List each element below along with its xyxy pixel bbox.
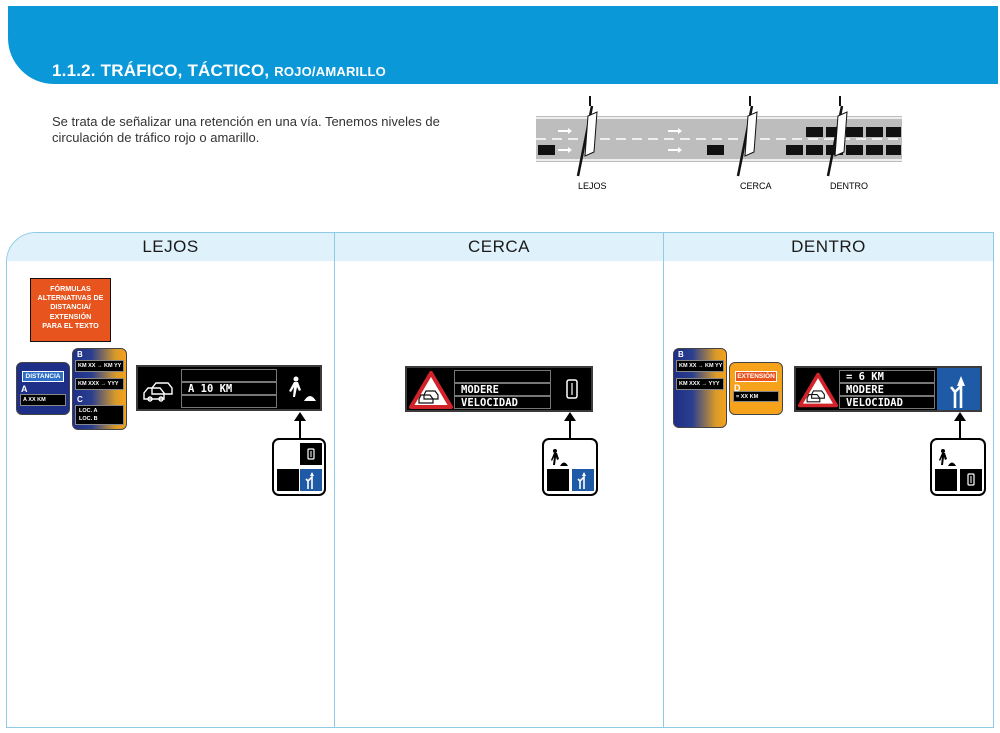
dentro-box-b-line2: KM XXX → YYY bbox=[679, 381, 720, 387]
formula-line-4: EXTENSIÓN bbox=[49, 311, 92, 321]
section-number: 1.1.2. bbox=[52, 61, 96, 80]
vms-panel-dentro: = 6 KM MODERE VELOCIDAD bbox=[794, 366, 982, 412]
vms-dentro-line3: VELOCIDAD bbox=[839, 396, 935, 409]
blank-cell bbox=[277, 469, 299, 491]
box-d-letter: D bbox=[734, 383, 741, 393]
page-title: 1.1.2. TRÁFICO, TÁCTICO, ROJO/AMARILLO bbox=[52, 61, 386, 81]
intro-text: Se trata de señalizar una retención en u… bbox=[52, 114, 440, 145]
formula-line-3: DISTANCIA/ bbox=[50, 302, 91, 312]
title-sub: ROJO/AMARILLO bbox=[274, 64, 386, 79]
dentro-box-b-letter: B bbox=[678, 350, 684, 359]
box-d-tag: EXTENSIÓN bbox=[735, 371, 777, 382]
box-a-tag: DISTANCIA bbox=[22, 371, 64, 382]
lane-merge-icon bbox=[937, 368, 980, 410]
dentro-box-b-line1: KM XX → KM YY bbox=[679, 363, 723, 369]
mini-legend-lejos bbox=[272, 438, 326, 496]
arrow-up-icon bbox=[564, 412, 576, 440]
column-dentro: DENTRO bbox=[663, 232, 994, 728]
formula-line-5: PARA EL TEXTO bbox=[42, 320, 99, 330]
column-cerca: CERCA bbox=[334, 232, 664, 728]
vms-cerca-line1 bbox=[454, 370, 551, 383]
vms-panel-lejos: A 10 KM bbox=[136, 365, 322, 411]
arrow-up-icon bbox=[294, 412, 306, 440]
box-a-value: A XX KM bbox=[23, 397, 46, 403]
box-a-letter: A bbox=[21, 384, 28, 394]
mini-legend-dentro bbox=[930, 438, 986, 496]
formula-line-1: FÓRMULAS bbox=[50, 284, 91, 293]
option-box-d: EXTENSIÓN D = XX KM bbox=[729, 362, 783, 415]
gantry-lejos bbox=[576, 96, 598, 177]
vms-lejos-line3 bbox=[181, 395, 277, 408]
box-b-line2: KM XXX → YYY bbox=[78, 381, 119, 387]
formula-line-2: ALTERNATIVAS DE bbox=[37, 293, 104, 303]
option-box-bc: B KM XX → KM YY KM XXX → YYY C LOC. A LO… bbox=[72, 348, 127, 430]
header-bar bbox=[8, 6, 998, 84]
box-b-letter: B bbox=[77, 350, 83, 359]
roadwork-icon bbox=[935, 446, 957, 468]
vms-lejos-line2: A 10 KM bbox=[181, 382, 277, 395]
arrow-up-icon bbox=[954, 412, 966, 440]
road-label-cerca: CERCA bbox=[740, 181, 772, 191]
vms-dentro-line1: = 6 KM bbox=[839, 370, 935, 383]
tunnel-door-icon bbox=[566, 379, 578, 399]
warning-triangle-jam-icon bbox=[798, 372, 838, 408]
traffic-jam-icon bbox=[143, 382, 173, 402]
column-title-dentro: DENTRO bbox=[664, 233, 993, 261]
tunnel-door-icon bbox=[300, 443, 322, 465]
blank-cell bbox=[935, 469, 957, 491]
title-main: TRÁFICO, TÁCTICO, bbox=[100, 61, 270, 80]
road-diagram: LEJOS CERCA DENTRO bbox=[536, 96, 902, 191]
column-title-lejos: LEJOS bbox=[7, 233, 334, 261]
vms-cerca-line2: MODERE bbox=[454, 383, 551, 396]
box-b-line1: KM XX → KM YY bbox=[78, 363, 122, 369]
warning-triangle-jam-icon bbox=[409, 371, 453, 409]
option-box-a: DISTANCIA A A XX KM bbox=[16, 362, 70, 415]
gantry-cerca bbox=[736, 96, 758, 177]
roadwork-icon bbox=[289, 376, 316, 401]
box-c-line1: LOC. A bbox=[79, 408, 98, 414]
gantry-dentro bbox=[826, 96, 848, 177]
lane-merge-icon bbox=[572, 469, 594, 491]
lane-arrows bbox=[558, 128, 682, 153]
roadwork-icon bbox=[547, 446, 569, 468]
vehicles bbox=[538, 127, 901, 155]
vms-cerca-line3: VELOCIDAD bbox=[454, 396, 551, 409]
lane-merge-icon bbox=[300, 469, 322, 491]
mini-legend-cerca bbox=[542, 438, 598, 496]
road-label-dentro: DENTRO bbox=[830, 181, 868, 191]
vms-lejos-line1 bbox=[181, 369, 277, 382]
box-d-value: = XX KM bbox=[736, 394, 759, 400]
box-c-line2: LOC. B bbox=[79, 416, 98, 422]
option-box-b-dentro: B KM XX → KM YY KM XXX → YYY bbox=[673, 348, 727, 428]
blank-cell bbox=[547, 469, 569, 491]
tunnel-door-icon bbox=[960, 469, 982, 491]
formula-box: FÓRMULAS ALTERNATIVAS DE DISTANCIA/ EXTE… bbox=[30, 278, 111, 342]
column-title-cerca: CERCA bbox=[335, 233, 663, 261]
box-c-letter: C bbox=[77, 395, 83, 404]
column-lejos: LEJOS bbox=[6, 232, 335, 728]
road-label-lejos: LEJOS bbox=[578, 181, 607, 191]
vms-dentro-line2: MODERE bbox=[839, 383, 935, 396]
vms-panel-cerca: MODERE VELOCIDAD bbox=[405, 366, 593, 412]
